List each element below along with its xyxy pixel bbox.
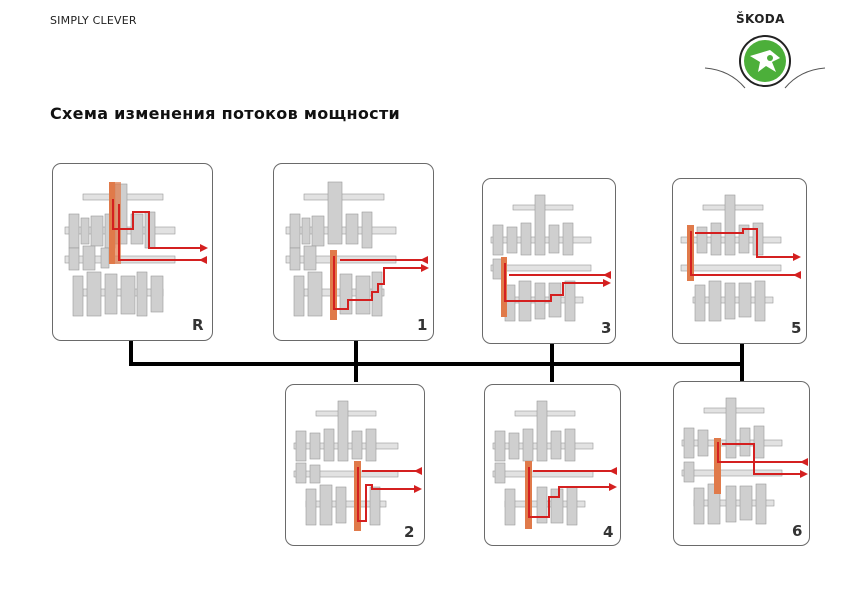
gearbox-schematic-4 [492,400,617,529]
gear-label-3: 3 [601,319,612,337]
gearbox-schematic-1 [285,181,429,320]
gear-panel-5: 5 [672,178,807,344]
gear-panel-4: 4 [484,384,621,546]
gear-label-r: R [192,316,204,334]
gear-panel-r: R [52,163,213,341]
brand-name: ŠKODA [736,12,785,26]
gearbox-schematic-5 [680,194,801,322]
gearbox-schematic-3 [490,194,611,322]
tagline: SIMPLY CLEVER [50,14,137,27]
gear-label-5: 5 [791,319,802,337]
gear-label-2: 2 [404,523,415,541]
gear-label-1: 1 [417,316,428,334]
page-title: Схема изменения потоков мощности [50,104,401,123]
gear-panel-1: 1 [273,163,434,341]
gearbox-schematic-6 [681,397,808,525]
skoda-logo-icon [704,35,826,89]
gear-panel-3: 3 [482,178,616,344]
gear-panel-2: 2 [285,384,425,546]
gear-label-6: 6 [792,522,803,540]
gear-label-4: 4 [603,523,614,541]
gearbox-schematic-2 [293,400,422,531]
gear-panel-6: 6 [673,381,810,546]
gearbox-schematic-r [64,182,208,317]
